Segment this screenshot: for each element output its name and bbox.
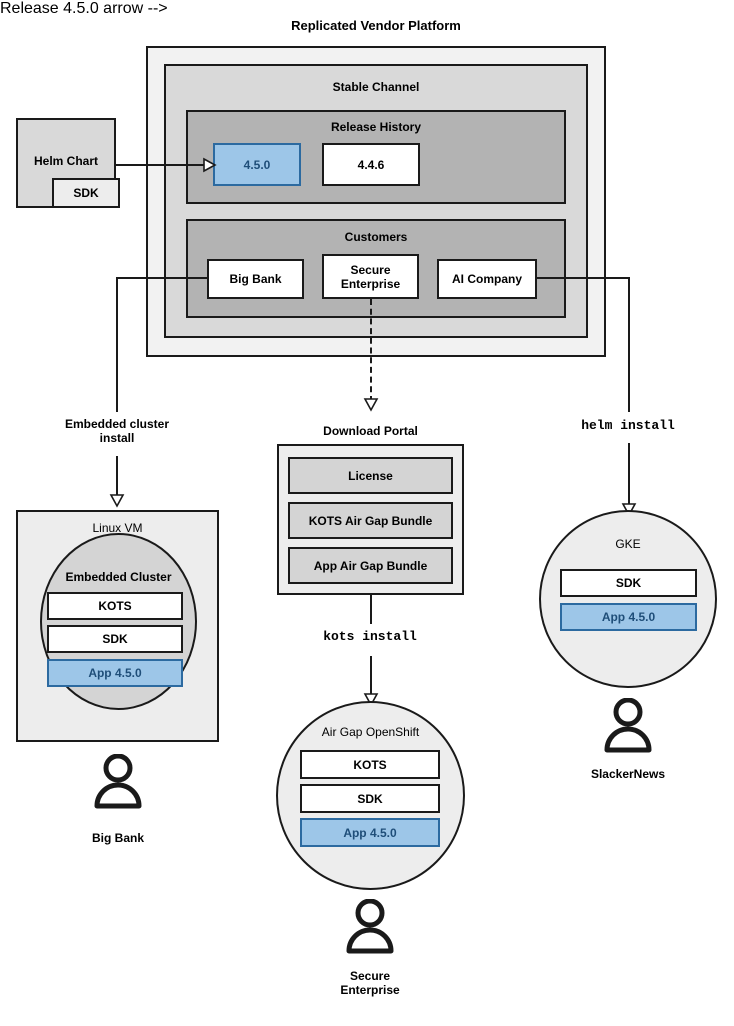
gke-circle [539,510,717,688]
download-portal-exit-line [370,595,372,624]
actor-icon-secure-enterprise [346,899,394,954]
actor-label-secure-enterprise: Secure Enterprise [340,969,400,997]
embedded-cluster-title: Embedded Cluster [65,570,172,584]
kots-install-arrowhead [363,693,379,707]
helm-chart-label: Helm Chart [33,154,98,168]
release-4-5-0[interactable]: 4.5.0 [213,143,301,186]
helm-to-release-arrowhead [203,157,217,173]
openshift-component-app[interactable]: App 4.5.0 [300,818,440,847]
component-label: KOTS [353,757,387,772]
ai-company-branch-vertical [628,277,630,412]
sdk-label: SDK [73,186,99,200]
actor-icon-slackernews [604,698,652,753]
component-label: App 4.5.0 [601,610,656,624]
linux-vm-component-sdk[interactable]: SDK [47,625,183,653]
download-portal-title: Download Portal [323,424,418,438]
linux-vm-component-app[interactable]: App 4.5.0 [47,659,183,687]
component-label: App 4.5.0 [343,825,397,840]
download-portal-arrowhead [363,398,379,412]
artifact-app-air-gap-bundle[interactable]: App Air Gap Bundle [288,547,453,584]
customer-secure-enterprise[interactable]: Secure Enterprise [322,254,419,299]
artifact-license[interactable]: License [288,457,453,494]
release-version-label: 4.5.0 [243,157,271,172]
flow-label-embedded-cluster-install: Embedded cluster install [64,417,170,445]
artifact-label: KOTS Air Gap Bundle [308,513,433,528]
artifact-label: License [348,468,393,483]
customers-title: Customers [344,230,408,244]
artifact-label: App Air Gap Bundle [313,558,428,573]
kots-install-arrow-line [370,656,372,701]
customer-label: Secure Enterprise [340,262,401,291]
customer-big-bank[interactable]: Big Bank [207,259,304,299]
linux-vm-component-kots[interactable]: KOTS [47,592,183,620]
gke-component-sdk[interactable]: SDK [560,569,697,597]
customer-label: Big Bank [229,272,282,286]
ai-company-branch-horizontal [535,277,630,279]
stable-channel-title: Stable Channel [332,80,420,94]
actor-icon-big-bank [94,754,142,809]
flow-label-kots-install: kots install [323,629,417,644]
helm-install-arrow-line [628,443,630,510]
release-4-4-6[interactable]: 4.4.6 [322,143,420,186]
openshift-component-kots[interactable]: KOTS [300,750,440,779]
component-label: SDK [102,632,128,646]
embedded-install-arrowhead [109,494,125,508]
component-label: SDK [615,576,642,590]
helm-chart-sdk-box[interactable]: SDK [52,178,120,208]
actor-label-big-bank: Big Bank [91,831,144,845]
gke-component-app[interactable]: App 4.5.0 [560,603,697,631]
customer-ai-company[interactable]: AI Company [437,259,537,299]
openshift-component-sdk[interactable]: SDK [300,784,440,813]
air-gap-openshift-title: Air Gap OpenShift [321,725,420,739]
actor-label-slackernews: SlackerNews [590,767,666,781]
customer-label: AI Company [451,272,522,286]
big-bank-branch-horizontal [116,277,209,279]
component-label: KOTS [98,599,132,613]
flow-label-helm-install: helm install [581,418,675,433]
secure-enterprise-dashed-line [370,299,372,402]
helm-to-release-line [116,164,205,166]
release-history-title: Release History [330,120,422,134]
artifact-kots-air-gap-bundle[interactable]: KOTS Air Gap Bundle [288,502,453,539]
diagram-title: Replicated Vendor Platform [291,18,461,33]
helm-install-arrowhead [621,503,637,517]
embedded-install-arrow-line [116,456,118,501]
linux-vm-title: Linux VM [92,521,143,535]
gke-title: GKE [615,537,641,551]
big-bank-branch-vertical [116,277,118,412]
component-label: App 4.5.0 [88,666,142,680]
release-version-label: 4.4.6 [357,157,385,172]
component-label: SDK [357,791,383,806]
